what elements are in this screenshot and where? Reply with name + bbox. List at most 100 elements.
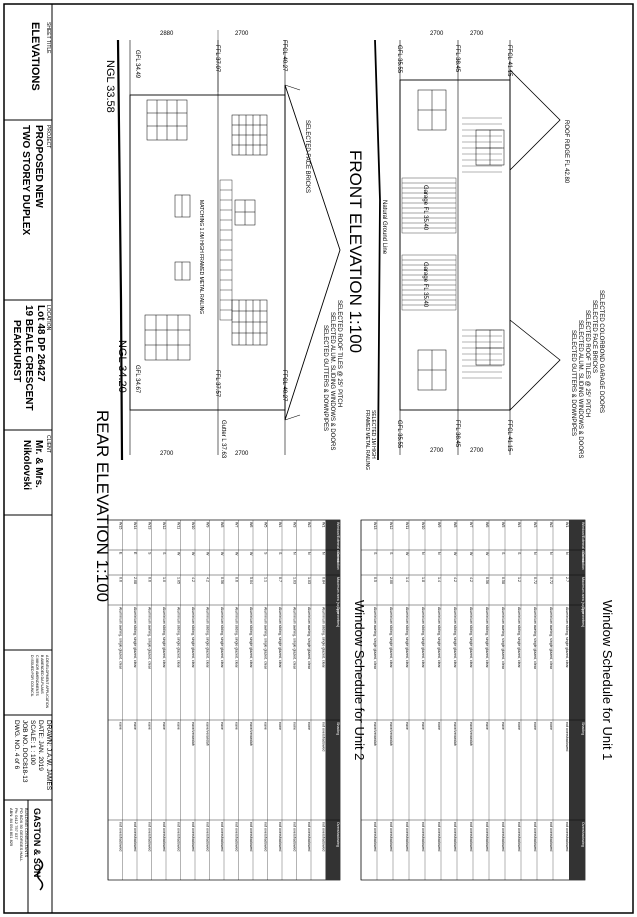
schedule-cell: W9 <box>206 522 210 527</box>
schedule-cell: not overshadowed <box>278 822 282 851</box>
project-label: PROJECT <box>45 125 51 148</box>
front-label-ffl-a: FFL 38.45 <box>454 45 460 73</box>
schedule-cell: W7 <box>469 522 473 527</box>
schedule-cell: E <box>119 552 123 555</box>
sheet-title-label: SHEET TITLE <box>45 22 51 54</box>
rear-railing <box>219 179 233 321</box>
schedule-cell: not overshadowed <box>565 822 569 851</box>
schedule-cell: not overshadowed <box>307 822 311 851</box>
schedule-cell: N <box>307 552 311 555</box>
front-dim-1: 2700 <box>430 31 444 37</box>
schedule-cell: 1.4 <box>437 577 441 582</box>
rear-label-gutter: Gutter L 37.63 <box>220 420 226 459</box>
rear-label-roof-tiles: SELECTED ROOF TILES @ 25° PITCH <box>336 300 342 407</box>
scale: SCALE: 1 : 100 <box>29 720 36 765</box>
front-label-garage-fl-b: Garage FL 35.40 <box>422 262 428 308</box>
front-label-railing: FRAMED METAL RAILING <box>364 410 370 470</box>
front-label-ffcl-a: FFCL 41.15 <box>506 45 512 77</box>
schedule-cell: 4.2 <box>453 577 457 582</box>
schedule-cell: S <box>501 552 505 555</box>
schedule-cell: Aluminium sliding, single glazed, clear <box>485 607 489 669</box>
schedule-cell: Aluminium awning, single glazed, clear <box>373 607 377 670</box>
schedule-cell: eave <box>501 722 505 730</box>
schedule-cell: S <box>389 552 393 555</box>
schedule-cell: W <box>405 552 409 556</box>
schedule-cell: not overshadowed <box>177 822 181 851</box>
front-elevation-title: FRONT ELEVATION 1:100 <box>346 150 365 353</box>
schedule-cell: eave <box>148 722 152 730</box>
schedule-cell: not overshadowed <box>249 822 253 851</box>
client-line-2: Nikolovski <box>21 440 32 490</box>
front-roof-right <box>509 319 561 411</box>
rear-dim-3: 2700 <box>160 451 174 457</box>
schedule-cell: W12 <box>389 522 393 529</box>
schedule-cell: W8 <box>453 522 457 527</box>
front-wall <box>399 79 511 411</box>
schedule-cell: eave/verandah <box>373 722 377 746</box>
schedule-cell: W3 <box>533 522 537 527</box>
schedule-cell: eave/verandah <box>191 722 195 746</box>
schedule-cell: not overshadowed <box>389 822 393 851</box>
schedule-cell: Aluminium sliding, single glazed, clear <box>249 607 253 669</box>
front-label-natural-ground: Natural Ground Line <box>381 200 387 255</box>
location-label: LOCATION <box>45 305 51 331</box>
front-dim-3: 2700 <box>430 448 444 454</box>
rear-dim-1: 2880 <box>160 31 174 37</box>
schedule-cell: eave <box>119 722 123 730</box>
location-line-3: PEAKHURST <box>11 320 22 382</box>
schedule-cell: 0.58 <box>501 577 505 584</box>
schedule-cell: Aluminium awning, single glazed, clear <box>148 607 152 670</box>
revision-a: A DEVELOPMENT APPLICATION <box>45 655 49 709</box>
schedule-cell: 1.1 <box>264 577 268 582</box>
schedule-cell: not overshadowed <box>453 822 457 851</box>
schedule-cell: not overshadowed <box>517 822 521 851</box>
schedule-cell: Aluminium sliding, single glazed, clear <box>278 607 282 669</box>
rear-upper-windows <box>231 114 268 346</box>
schedule-cell: Aluminium awning, single glazed, clear <box>549 607 553 670</box>
schedule-header-cell: Window/External door no. <box>581 522 585 563</box>
schedule-cell: not overshadowed <box>565 722 569 751</box>
rear-lower-windows <box>144 99 191 361</box>
front-label-ffcl-b: FFCL 41.15 <box>506 420 512 452</box>
schedule-cell: W <box>469 552 473 556</box>
schedule-cell: not overshadowed <box>162 822 166 851</box>
schedule-cell: N <box>565 552 569 555</box>
schedule-cell: eave/verandah <box>389 722 393 746</box>
schedule-cell: not overshadowed <box>191 822 195 851</box>
window-schedule-unit-2: Window/External door no.OrientationMaxim… <box>107 519 367 881</box>
schedule-cell: W3 <box>293 522 297 527</box>
front-label-gfl-b: GFL 35.55 <box>396 420 402 449</box>
client-label: CLIENT <box>45 435 51 453</box>
schedule-cell: 0.72 <box>549 577 553 584</box>
dwg-no: DWG. NO. 4 of 6 <box>13 720 20 770</box>
schedule-cell: eave <box>485 722 489 730</box>
schedule-cell: not overshadowed <box>206 822 210 851</box>
rear-label-ngl-b: NGL 34.20 <box>116 340 128 393</box>
rear-elevation <box>116 30 341 461</box>
schedule-header-cell: Overshadowing <box>581 822 585 847</box>
schedule-cell: S <box>278 552 282 555</box>
schedule-cell: 0.6 <box>148 577 152 582</box>
schedule-cell: E <box>133 552 137 555</box>
schedule-cell: not overshadowed <box>501 822 505 851</box>
schedule-header-cell: Window/External door no. <box>336 522 340 563</box>
rear-label-ffl-a: FFL 37.07 <box>214 45 220 73</box>
schedule-cell: not overshadowed <box>119 822 123 851</box>
client-line-1: Mr. & Mrs. <box>33 440 44 488</box>
schedule-cell: 0.5 <box>373 577 377 582</box>
schedule-header-cell: Shading <box>581 722 585 735</box>
front-label-gfl-a: GFL 35.55 <box>396 45 402 74</box>
schedule-cell: Aluminium sliding, single glazed, clear <box>421 607 425 669</box>
firm-logo-icon <box>36 859 44 891</box>
schedule-header-cell: Orientation <box>581 552 585 570</box>
schedule-cell: W2 <box>549 522 553 527</box>
schedule-cell: eave <box>264 722 268 730</box>
schedule-cell: not overshadowed <box>437 822 441 851</box>
schedule-cell: Aluminium awning, single glazed, clear <box>533 607 537 670</box>
schedule-cell: Aluminium sliding, single glazed, clear <box>133 607 137 669</box>
schedule-cell: N <box>322 552 326 555</box>
schedule-cell: W6 <box>249 522 253 527</box>
schedule-cell: 4.2 <box>206 577 210 582</box>
schedule-cell: W11 <box>177 522 181 529</box>
